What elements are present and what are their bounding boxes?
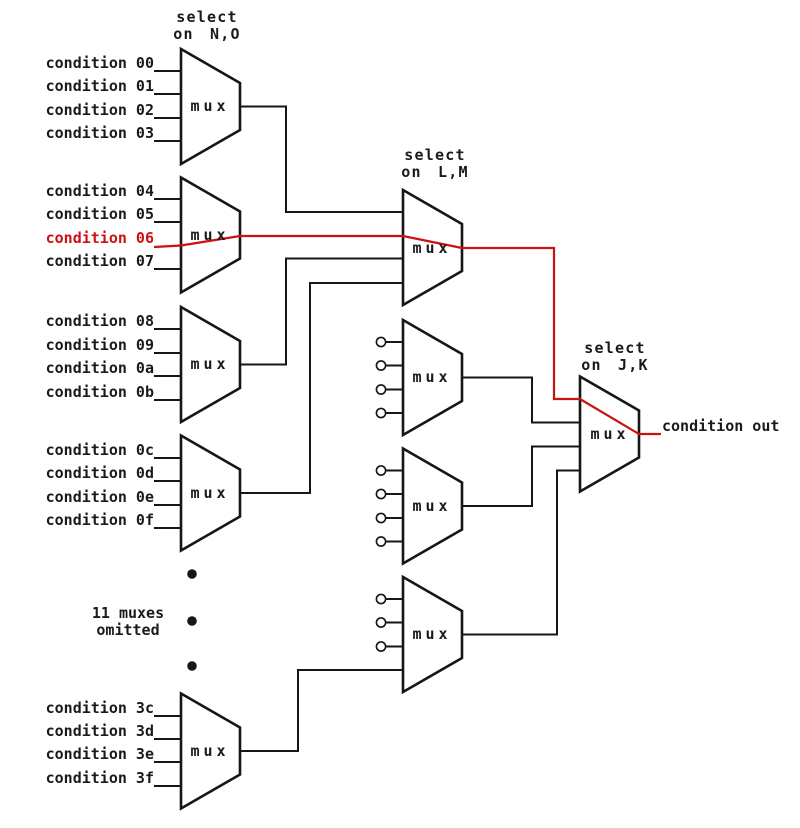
wire-muxc-to-lm [240,257,403,366]
label-condition-0d: condition 0d [45,464,154,482]
open-terminal-icon [375,384,387,395]
wire-m3-to-jk [462,469,580,636]
label-condition-0e: condition 0e [45,488,154,506]
label-condition-06-selected: condition 06 [45,229,154,247]
label-condition-0c: condition 0c [45,441,154,459]
label-condition-3e: condition 3e [45,745,154,763]
label-condition-08: condition 08 [45,312,154,330]
mux-shape-stage1-a [179,46,242,167]
open-terminal-icon [375,617,387,628]
mux-shape-stage2-lm [401,187,464,308]
label-condition-0b: condition 0b [45,383,154,401]
select-label-line1: select [404,146,466,164]
ellipsis-dot-icon [187,616,197,626]
wire-muxa-to-lm [240,105,403,213]
open-terminal-icon [375,641,387,652]
select-label-line1: select [584,339,646,357]
label-condition-3c: condition 3c [45,699,154,717]
mux-shape-stage2-m1 [401,317,464,438]
ellipsis-dot-icon [187,661,197,671]
mux-shape-stage2-m2 [401,446,464,566]
mux-label-stage1-a: mux [190,97,230,115]
label-condition-3f: condition 3f [45,769,154,787]
mux-shape-stage3-jk [578,374,641,494]
label-condition-05: condition 05 [45,205,154,223]
mux-shape-stage1-c [179,304,242,425]
ellipsis-dot-icon [187,569,197,579]
open-terminal-icon [375,536,387,547]
mux-label-stage1-d: mux [190,484,230,502]
mux-shape-stage2-m3 [401,574,464,695]
label-condition-0a: condition 0a [45,359,154,377]
select-label-line2: on L,M [401,163,469,181]
wire-muxd-to-lm [240,282,403,494]
omitted-note: 11 muxes omitted [48,605,208,639]
open-terminal-icon [375,488,387,500]
select-label-stage3: select on J,K [535,340,695,374]
mux-label-stage2-lm: mux [412,239,452,257]
mux-shape-stage1-e [179,691,242,811]
mux-label-stage2-m3: mux [412,625,452,643]
omitted-note-line1: 11 muxes [91,604,165,622]
mux-label-stage2-m1: mux [412,368,452,386]
label-condition-0f: condition 0f [45,511,154,529]
open-terminal-icon [375,512,387,524]
select-label-line2: on J,K [581,356,649,374]
omitted-note-line2: omitted [96,621,160,639]
label-condition-01: condition 01 [45,77,154,95]
mux-label-stage1-b: mux [190,226,230,244]
label-condition-3d: condition 3d [45,722,154,740]
mux-label-stage2-m2: mux [412,497,452,515]
mux-label-stage1-e: mux [190,742,230,760]
label-condition-04: condition 04 [45,182,154,200]
select-label-line1: select [176,8,238,26]
select-label-stage1: select on N,O [127,9,287,43]
open-terminal-icon [375,465,387,476]
mux-label-stage3-jk: mux [590,425,630,443]
select-label-stage2: select on L,M [355,147,515,181]
open-terminal-icon [375,407,387,419]
open-terminal-icon [375,593,387,605]
wire-m1-to-jk [462,376,580,424]
open-terminal-icon [375,360,387,371]
select-label-line2: on N,O [173,25,241,43]
mux-shape-stage1-b [179,175,242,295]
label-condition-00: condition 00 [45,54,154,72]
label-condition-03: condition 03 [45,124,154,142]
mux-shape-stage1-d [179,433,242,553]
label-condition-out: condition out [662,417,780,435]
wire-muxe-to-m3 [240,669,403,752]
open-terminal-icon [375,336,387,348]
label-condition-07: condition 07 [45,252,154,270]
wire-m2-to-jk [462,445,580,507]
label-condition-09: condition 09 [45,336,154,354]
highlight-selected-path [153,234,661,436]
label-condition-02: condition 02 [45,101,154,119]
mux-label-stage1-c: mux [190,355,230,373]
